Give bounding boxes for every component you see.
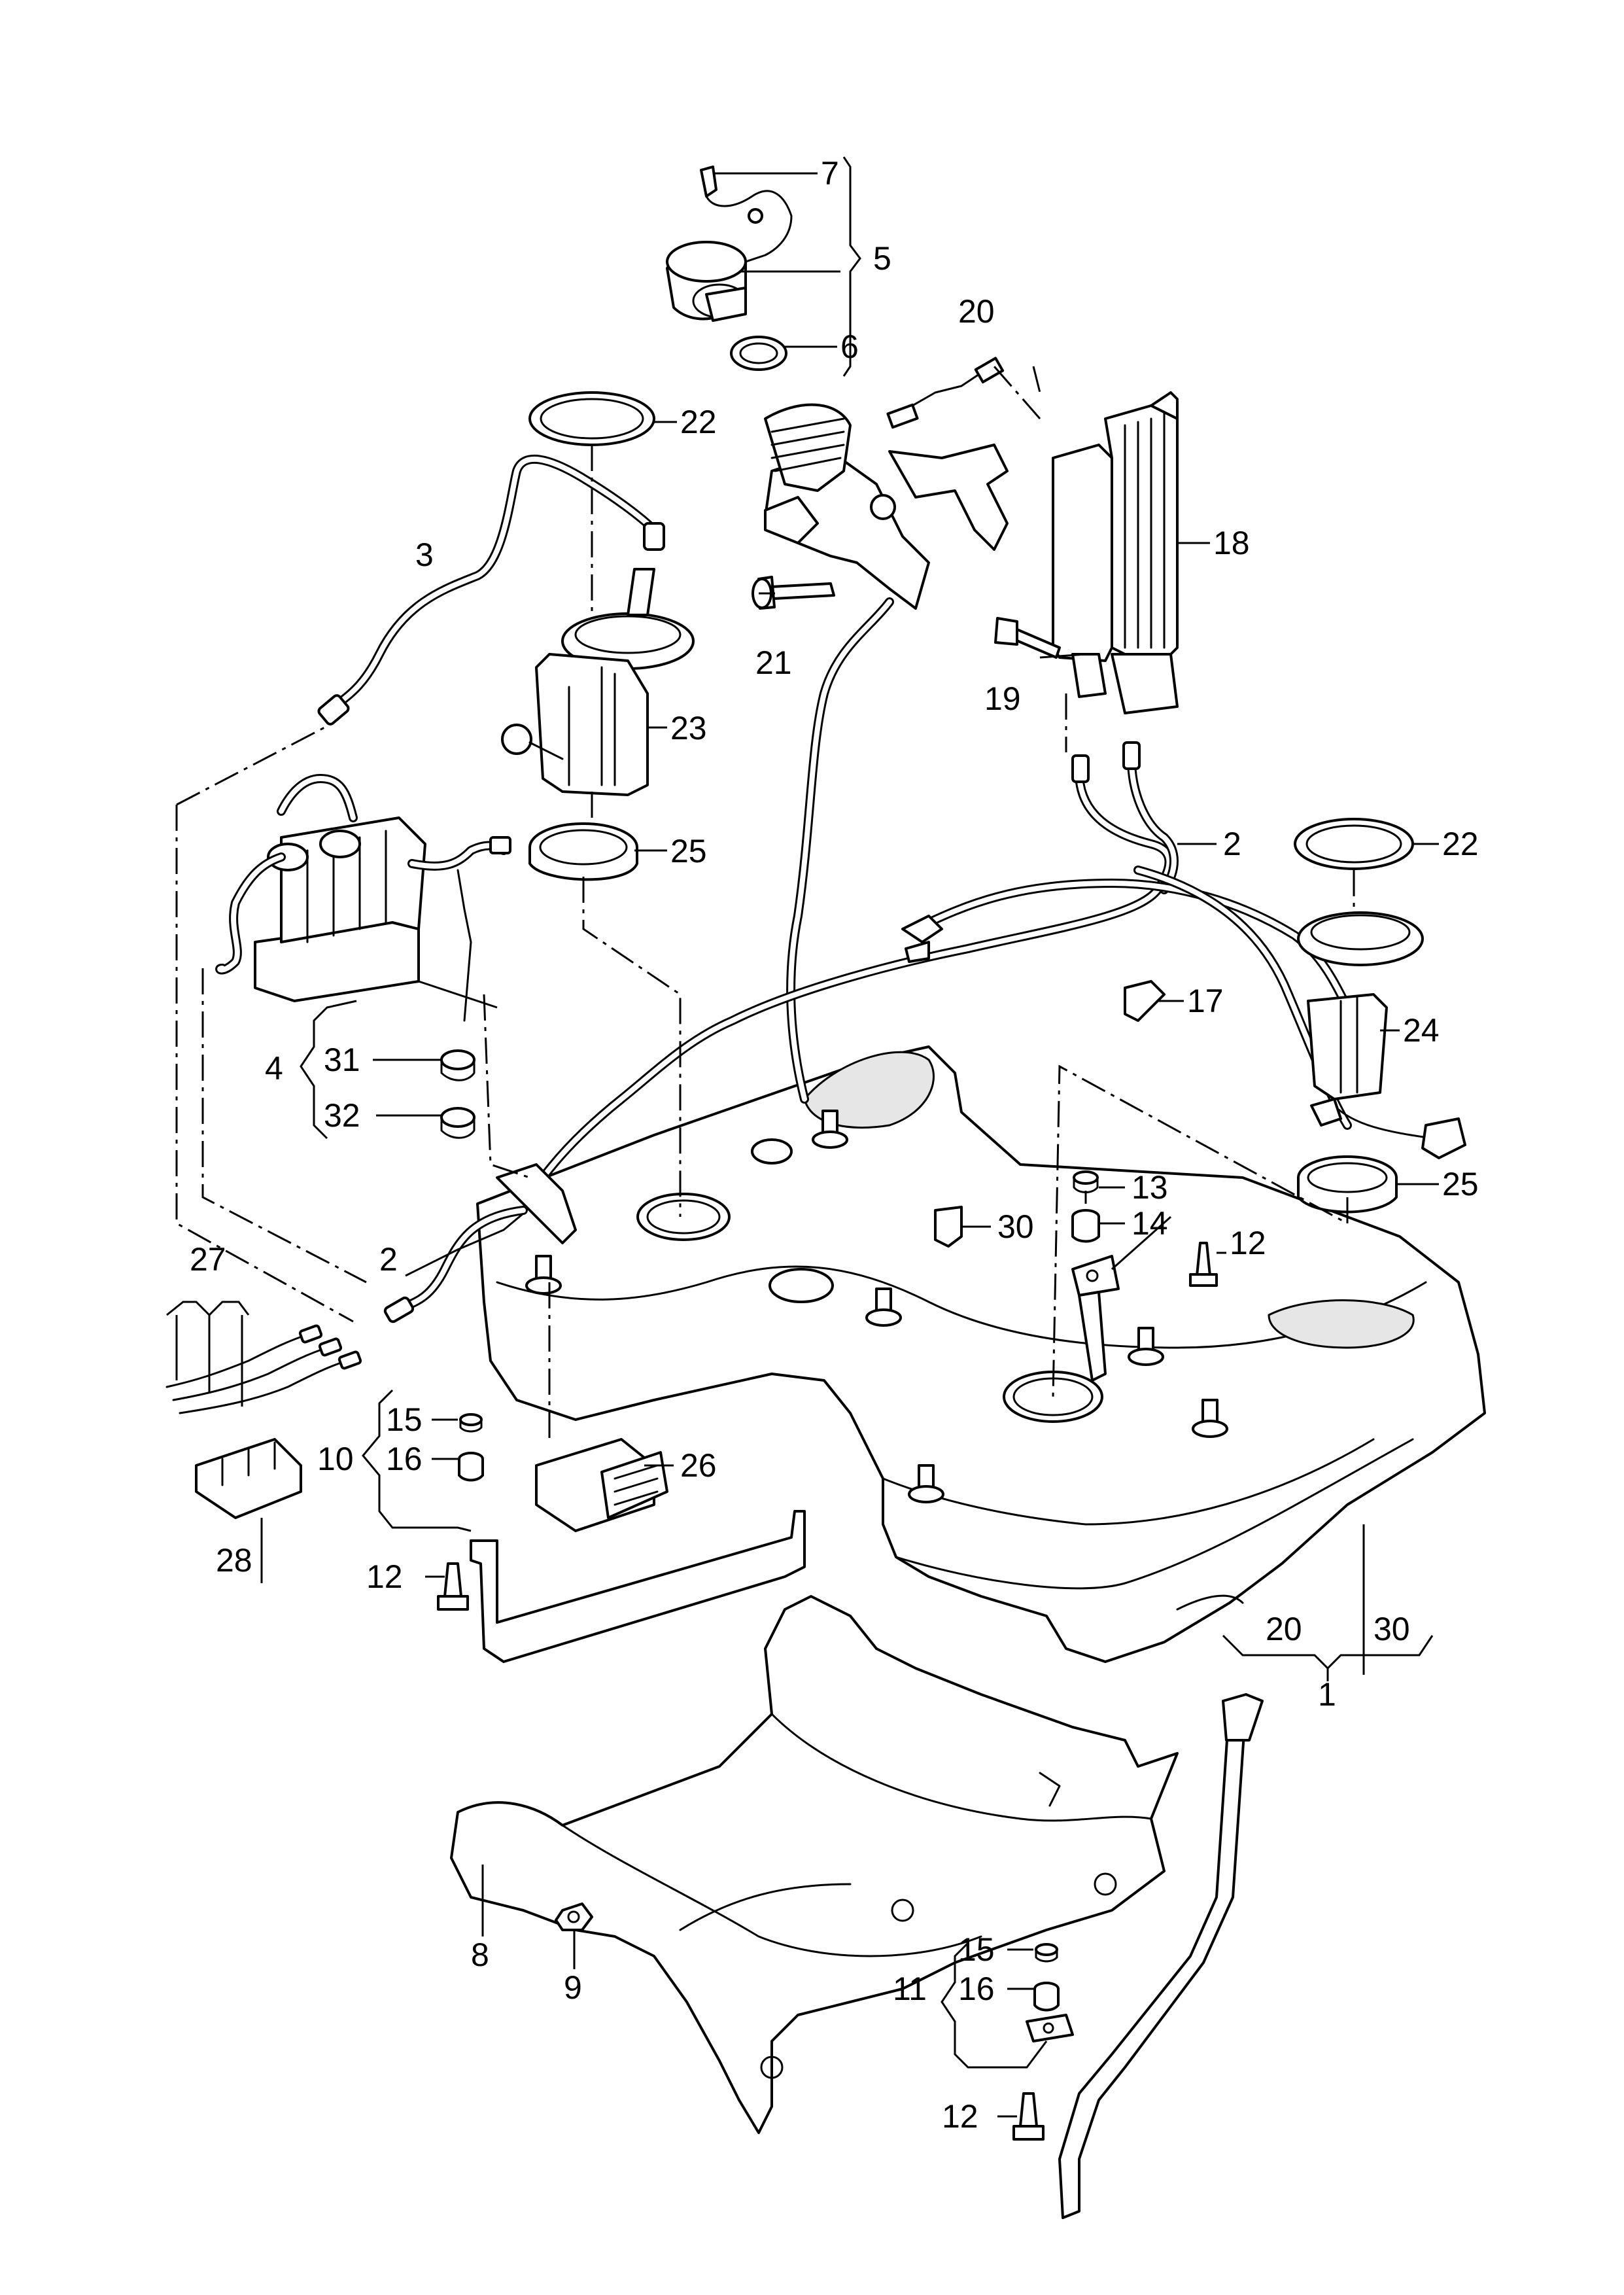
label-12-left: 12 — [366, 1558, 403, 1595]
label-7: 7 — [821, 155, 839, 192]
clamp-32 — [440, 1107, 475, 1139]
label-8: 8 — [471, 1936, 489, 1973]
fuel-pump-24 — [1297, 911, 1466, 1159]
tank-stud-5 — [1192, 1399, 1228, 1438]
label-30-bottom: 30 — [1373, 1611, 1410, 1647]
tank-stud-3 — [865, 1288, 902, 1327]
bolt-19 — [994, 617, 1061, 659]
clamp-31 — [440, 1049, 475, 1081]
label-16-left: 16 — [386, 1441, 423, 1477]
screw-12-left — [437, 1562, 469, 1611]
label-17: 17 — [1187, 983, 1224, 1019]
filler-neck — [764, 403, 1009, 1104]
label-27: 27 — [190, 1241, 226, 1278]
tank-strap-left — [470, 1510, 806, 1663]
label-24: 24 — [1403, 1012, 1440, 1049]
label-20-top: 20 — [958, 293, 995, 330]
label-15-right: 15 — [958, 1931, 995, 1968]
filler-cap-seal — [730, 336, 787, 371]
label-30-mid: 30 — [997, 1208, 1034, 1245]
label-28: 28 — [216, 1542, 252, 1579]
sensor-wire-20 — [886, 357, 1005, 429]
fuel-line-3 — [317, 454, 665, 726]
tank-stud-1 — [525, 1255, 562, 1295]
label-14: 14 — [1132, 1205, 1168, 1242]
filler-cap — [666, 241, 747, 322]
seal-ring-25-right — [1297, 1155, 1398, 1214]
nut-9 — [555, 1902, 593, 1931]
plug-30 — [934, 1206, 963, 1248]
label-16-right: 16 — [958, 1971, 995, 2007]
washer-13 — [1073, 1170, 1099, 1193]
label-4: 4 — [265, 1050, 283, 1087]
label-5: 5 — [873, 240, 891, 277]
heat-shield — [450, 1595, 1179, 2134]
label-22-top: 22 — [680, 404, 717, 440]
seal-ring-25-top — [528, 822, 638, 881]
filler-cap-tether — [700, 166, 793, 263]
wire-harness-27 — [165, 1324, 362, 1414]
label-21: 21 — [755, 644, 792, 681]
label-1: 1 — [1318, 1676, 1336, 1713]
label-3: 3 — [415, 536, 434, 573]
washer-15-left — [459, 1413, 483, 1433]
rubber-bush-16-left — [458, 1452, 484, 1482]
label-25-top: 25 — [670, 833, 707, 869]
valve-unit-4 — [215, 774, 511, 1022]
strap-bracket-right — [1026, 2014, 1074, 2042]
label-31: 31 — [324, 1042, 360, 1078]
tank-bracket-left — [496, 1163, 577, 1244]
label-23: 23 — [670, 710, 707, 746]
rubber-bush-14 — [1071, 1209, 1100, 1243]
screw-12-mid — [1189, 1242, 1218, 1287]
screw-12-bottom — [1012, 2092, 1045, 2141]
label-22-right: 22 — [1442, 826, 1479, 862]
leader-lines — [166, 156, 1439, 2118]
tank-strap-right — [1058, 1693, 1264, 2219]
label-26: 26 — [680, 1447, 717, 1484]
tank-stud-6 — [908, 1464, 944, 1503]
label-10: 10 — [317, 1441, 354, 1477]
tank-bracket-mid — [1071, 1255, 1120, 1382]
label-2-right: 2 — [1223, 826, 1241, 862]
label-2-left: 2 — [379, 1241, 398, 1278]
label-12-bottom: 12 — [942, 2098, 978, 2135]
label-25-right: 25 — [1442, 1166, 1479, 1202]
cable-holder-28 — [195, 1438, 302, 1519]
label-18: 18 — [1213, 525, 1250, 561]
label-12-mid: 12 — [1230, 1225, 1266, 1261]
clip-17 — [1124, 980, 1166, 1022]
carbon-canister — [1052, 391, 1179, 714]
washer-15-right — [1035, 1943, 1058, 1963]
lock-ring-22-top — [528, 391, 655, 446]
fuel-pump-23 — [501, 568, 695, 796]
rubber-bush-16-right — [1033, 1982, 1060, 2012]
label-13: 13 — [1132, 1169, 1168, 1206]
assembly-centerlines — [175, 366, 1355, 1439]
label-11: 11 — [893, 1971, 927, 2007]
control-unit-26 — [535, 1438, 668, 1532]
label-19: 19 — [984, 680, 1021, 717]
tank-stud-2 — [812, 1110, 848, 1149]
fuel-tank — [476, 1045, 1486, 1663]
label-32: 32 — [324, 1097, 360, 1134]
label-9: 9 — [564, 1969, 582, 2006]
label-20-bottom: 20 — [1266, 1611, 1302, 1647]
label-6: 6 — [840, 328, 859, 365]
callout-labels: 7 5 6 20 22 3 18 21 19 23 25 2 22 17 24 … — [190, 155, 1479, 2135]
tank-stud-4 — [1128, 1327, 1164, 1366]
lock-ring-22-right — [1294, 818, 1414, 870]
label-15-left: 15 — [386, 1401, 423, 1438]
